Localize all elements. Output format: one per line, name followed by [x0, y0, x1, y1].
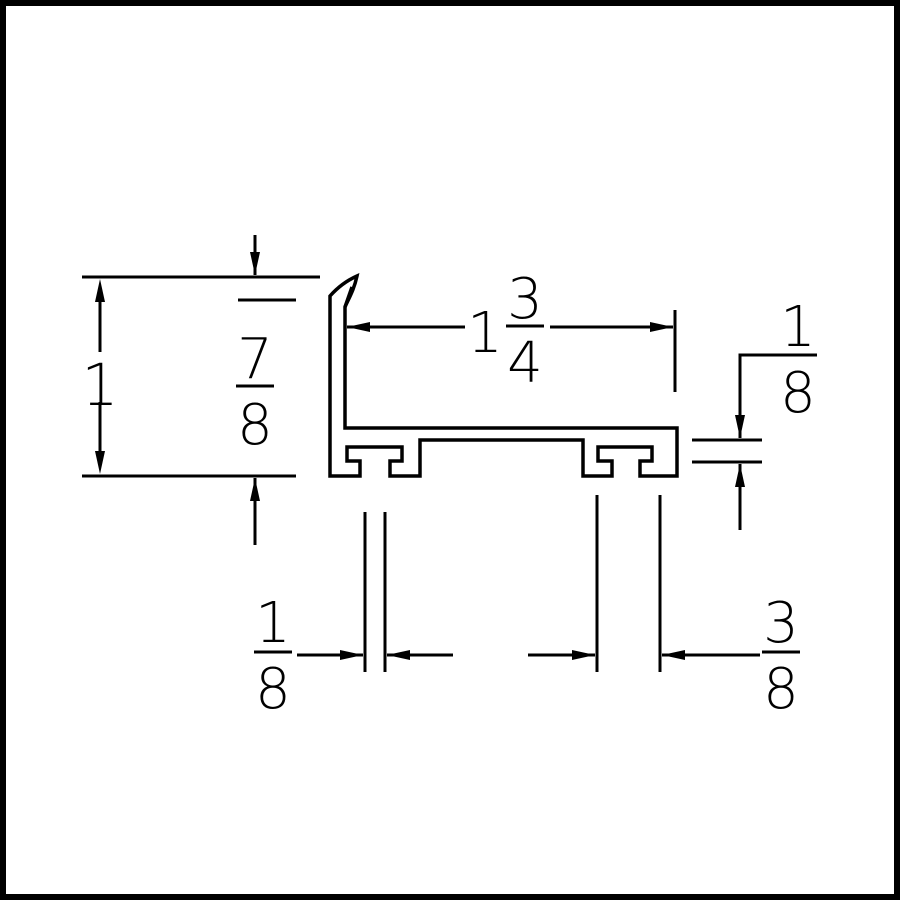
slot-width-dimension: 3 8	[528, 495, 800, 722]
thickness-arrow-up	[735, 464, 745, 487]
base-thickness-dimension: 1 8	[692, 295, 817, 530]
width-dimension: 1 3 4	[347, 267, 677, 396]
stem-arrow-left	[340, 650, 363, 660]
slot-numerator: 3	[763, 591, 799, 656]
stem-denominator: 8	[255, 657, 291, 722]
height-leader-arrow-bottom	[250, 478, 260, 501]
height-arrow-up	[95, 279, 105, 302]
slot-arrow-right	[662, 650, 685, 660]
profile-outline	[328, 273, 679, 478]
thickness-arrow-down	[735, 415, 745, 438]
thickness-leader-top	[738, 353, 785, 438]
lip-inner-edge	[343, 286, 354, 308]
width-arrow-right	[650, 322, 673, 332]
width-numerator: 3	[507, 267, 543, 332]
stem-arrow-right	[387, 650, 410, 660]
height-numerator: 7	[237, 327, 273, 392]
slot-arrow-left	[572, 650, 595, 660]
thickness-numerator: 1	[780, 295, 816, 360]
slot-denominator: 8	[763, 657, 799, 722]
width-denominator: 4	[507, 331, 543, 396]
height-dimension: 1 7 8	[82, 235, 320, 545]
height-leader-arrow-top	[250, 252, 260, 275]
height-denominator: 8	[237, 393, 273, 458]
width-whole-number: 1	[467, 301, 503, 366]
stem-numerator: 1	[255, 591, 291, 656]
height-arrow-down	[95, 451, 105, 474]
stem-width-dimension: 1 8	[254, 512, 453, 722]
width-arrow-left	[347, 322, 370, 332]
thickness-denominator: 8	[780, 361, 816, 426]
height-whole-number: 1	[82, 351, 119, 419]
profile-outer-contour	[328, 273, 679, 478]
